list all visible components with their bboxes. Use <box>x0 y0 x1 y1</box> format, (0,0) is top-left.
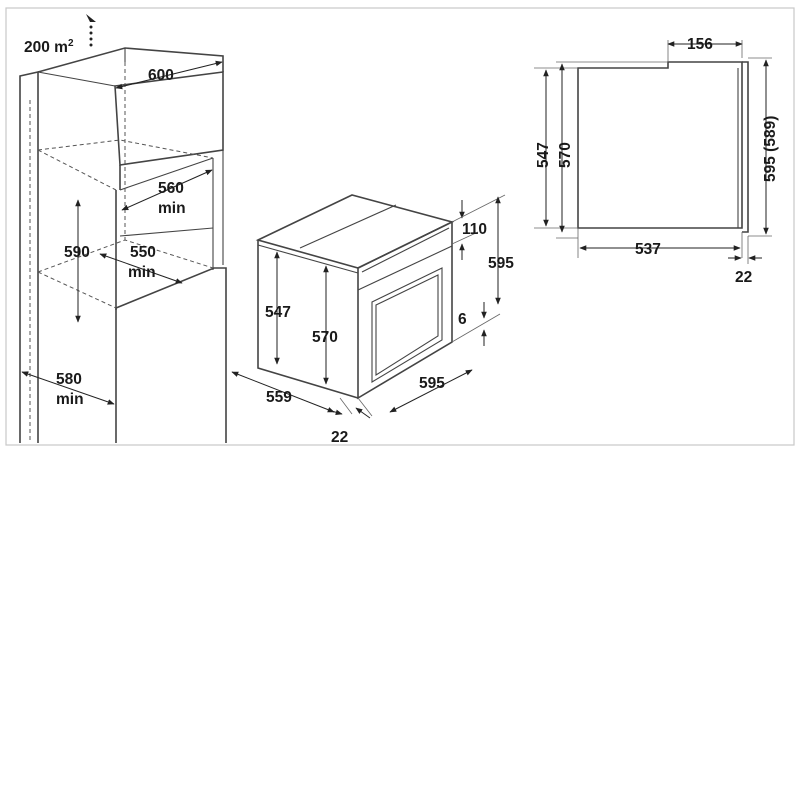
side-depth-537: 537 <box>635 241 661 258</box>
side-height-595-589: 595 (589) <box>762 116 779 182</box>
side-height-547: 547 <box>535 142 552 168</box>
oven-total-595: 595 <box>488 255 514 272</box>
airflow-label: 200 m2 <box>24 38 74 56</box>
oven-height-547: 547 <box>265 304 291 321</box>
cabinet-depth-label: 580 <box>56 371 82 388</box>
oven-depth-559: 559 <box>266 389 292 406</box>
niche-width-bottom-min: min <box>128 264 156 281</box>
side-top-156: 156 <box>687 36 713 53</box>
niche-width-bottom-label: 550 <box>130 244 156 261</box>
oven-width-595: 595 <box>419 375 445 392</box>
oven-gap-6: 6 <box>458 311 467 328</box>
diagram-frame <box>5 7 795 446</box>
oven-door-22: 22 <box>331 429 348 446</box>
niche-width-top-label: 560 <box>158 180 184 197</box>
oven-dimension-lines <box>231 194 506 419</box>
airflow-arrow-icon <box>86 14 96 47</box>
niche-drawing <box>19 47 227 443</box>
cabinet-depth-min: min <box>56 391 84 408</box>
oven-front-110: 110 <box>462 221 487 238</box>
niche-height-label: 590 <box>64 244 90 261</box>
niche-width-top-min: min <box>158 200 186 217</box>
side-height-570: 570 <box>557 142 574 168</box>
side-view-drawing <box>577 61 749 233</box>
side-view-dimension-lines <box>534 40 772 264</box>
side-door-22: 22 <box>735 269 752 286</box>
oven-height-570: 570 <box>312 329 338 346</box>
oven-drawing <box>255 194 455 400</box>
niche-dimension-lines <box>21 60 223 405</box>
niche-depth-label: 600 <box>148 67 174 84</box>
